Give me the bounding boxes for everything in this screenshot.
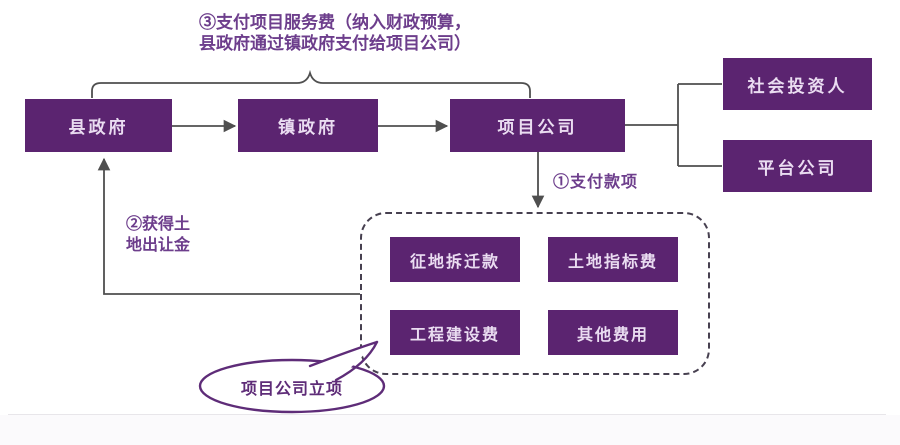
label-pay-items: ①支付款项 — [553, 174, 639, 191]
note-service-fee: ③支付项目服务费（纳入财政预算， 县政府通过镇政府支付给项目公司） — [199, 13, 471, 53]
node-platform-company: 平台公司 — [723, 140, 872, 192]
cost-box-construction-fee: 工程建设费 — [390, 310, 520, 355]
node-project-company: 项目公司 — [450, 99, 625, 152]
cost-box-other-expenses: 其他费用 — [548, 310, 678, 355]
footer-strip — [0, 415, 900, 445]
bottom-divider — [8, 414, 886, 415]
node-county-government: 县政府 — [25, 99, 172, 152]
connector-project-to-investors — [625, 83, 722, 167]
node-social-investor: 社会投资人 — [723, 58, 872, 110]
cost-box-land-quota-fee: 土地指标费 — [548, 237, 678, 282]
bubble-label: 项目公司立项 — [240, 381, 343, 398]
cost-box-land-acquisition: 征地拆迁款 — [390, 237, 520, 282]
cost-items-group: 征地拆迁款 土地指标费 工程建设费 其他费用 — [360, 212, 710, 375]
node-town-government: 镇政府 — [238, 99, 378, 152]
label-land-transfer-fee: ②获得土 地出让金 — [126, 216, 191, 254]
brace-service-fee — [91, 69, 531, 98]
